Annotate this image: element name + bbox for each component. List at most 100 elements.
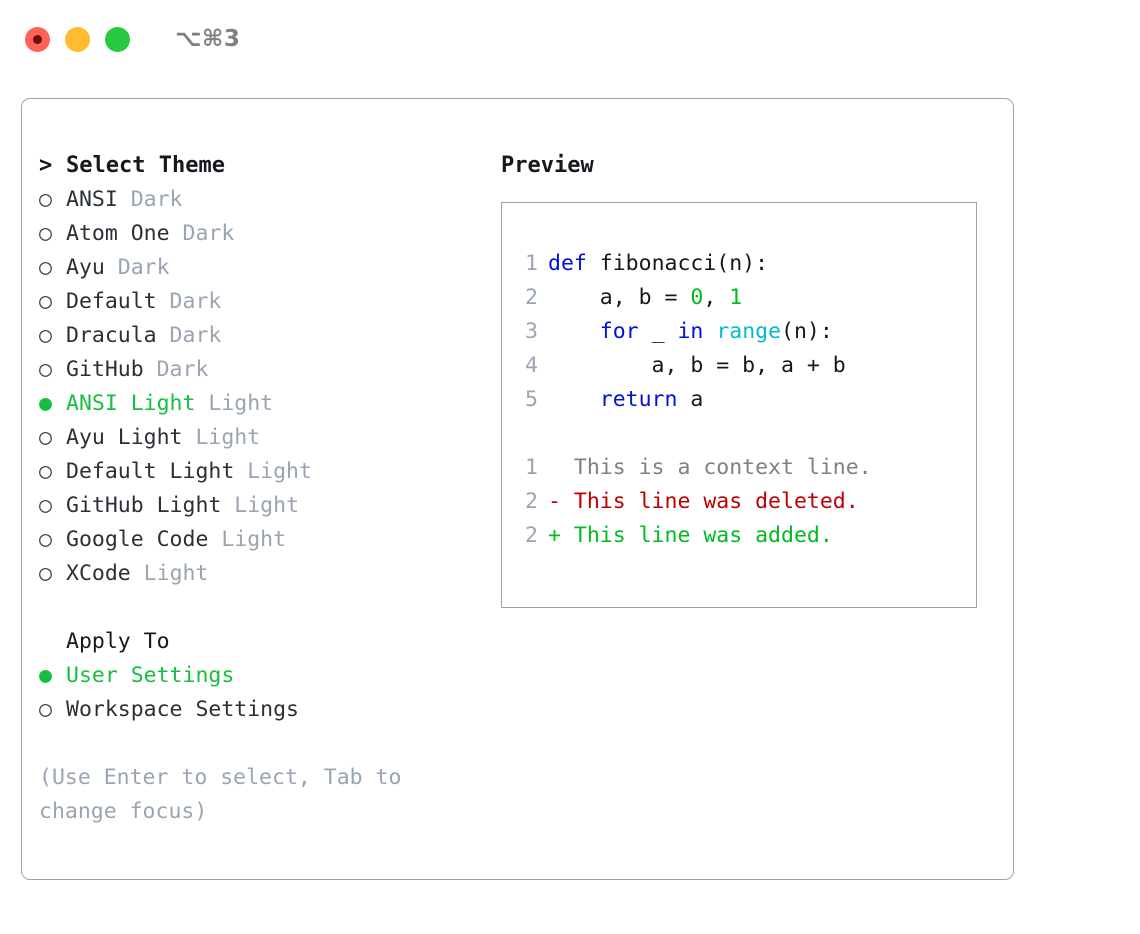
line-number: 2 <box>525 489 538 514</box>
code-token <box>548 319 600 344</box>
select-theme-header: > Select Theme <box>39 149 499 183</box>
apply-to-item[interactable]: ● User Settings <box>39 659 499 693</box>
main-panel: >Select Theme ○ANSI Dark○Atom One Dark○A… <box>21 98 1014 880</box>
preview-title: Preview <box>501 153 594 178</box>
code-token: range <box>716 319 782 344</box>
hint-spacer <box>39 727 499 761</box>
maximize-button-icon[interactable] <box>105 26 130 52</box>
diff-text: This is a context line. <box>573 455 872 480</box>
theme-name-label: Dracula <box>66 323 157 348</box>
theme-variant-label: Dark <box>104 255 170 280</box>
radio-unselected-icon[interactable]: ○ <box>39 459 52 484</box>
code-diff-gap <box>512 417 976 451</box>
recording-indicator-icon <box>33 34 42 44</box>
theme-variant-label: Dark <box>117 187 183 212</box>
theme-variant-label: Dark <box>169 221 235 246</box>
code-token: _ <box>638 319 678 344</box>
list-spacer <box>39 591 499 625</box>
radio-selected-icon[interactable]: ● <box>39 663 52 688</box>
minimize-button-icon[interactable] <box>65 26 90 52</box>
window-controls <box>25 26 130 52</box>
theme-list-item[interactable]: ○XCode Light <box>39 557 499 591</box>
theme-name-label: Ayu Light <box>66 425 183 450</box>
diff-line: 2- This line was deleted. <box>512 485 976 519</box>
code-token: for <box>599 319 639 344</box>
theme-selector-column: >Select Theme ○ANSI Dark○Atom One Dark○A… <box>39 149 499 829</box>
code-line: 5 return a <box>512 383 976 417</box>
line-number: 1 <box>525 455 538 480</box>
theme-list-item[interactable]: ○ Ayu Light Light <box>39 421 499 455</box>
code-line: 2 a, b = 0, 1 <box>512 281 976 315</box>
apply-to-item[interactable]: ○ Workspace Settings <box>39 693 499 727</box>
theme-name-label: GitHub Light <box>66 493 222 518</box>
apply-to-list: ● User Settings ○ Workspace Settings <box>39 659 499 727</box>
code-token: def <box>548 251 587 276</box>
radio-unselected-icon[interactable]: ○ <box>39 255 52 280</box>
diff-text: This line was deleted. <box>573 489 859 514</box>
theme-variant-label: Dark <box>156 289 222 314</box>
theme-list-item[interactable]: ○Default Light Light <box>39 455 499 489</box>
radio-unselected-icon[interactable]: ○ <box>39 221 52 246</box>
select-theme-header-label: Select Theme <box>66 153 225 178</box>
theme-list: ○ANSI Dark○Atom One Dark○Ayu Dark○Defaul… <box>39 183 499 591</box>
radio-unselected-icon[interactable]: ○ <box>39 697 52 722</box>
radio-unselected-icon[interactable]: ○ <box>39 561 52 586</box>
code-token: a <box>677 387 704 412</box>
theme-list-item[interactable]: ○ GitHub Dark <box>39 353 499 387</box>
radio-unselected-icon[interactable]: ○ <box>39 357 52 382</box>
theme-variant-label: Light <box>182 425 261 450</box>
apply-to-label: User Settings <box>66 663 235 688</box>
diff-marker: + <box>548 523 574 548</box>
theme-list-item[interactable]: ●ANSI Light Light <box>39 387 499 421</box>
diff-marker <box>548 455 574 480</box>
prompt-caret-icon: > <box>39 153 53 178</box>
code-token: 1 <box>729 285 743 310</box>
radio-unselected-icon[interactable]: ○ <box>39 187 52 212</box>
theme-variant-label: Light <box>221 493 300 518</box>
radio-unselected-icon[interactable]: ○ <box>39 527 52 552</box>
code-line: 4 a, b = b, a + b <box>512 349 976 383</box>
diff-marker: - <box>548 489 574 514</box>
code-line: 3 for _ in range(n): <box>512 315 976 349</box>
theme-variant-label: Light <box>208 527 287 552</box>
diff-line: 2 + This line was added. <box>512 519 976 553</box>
theme-name-label: GitHub <box>66 357 144 382</box>
theme-name-label: Default Light <box>66 459 235 484</box>
theme-list-item[interactable]: ○ANSI Dark <box>39 183 499 217</box>
code-token: (n): <box>781 319 833 344</box>
line-number: 4 <box>525 353 538 378</box>
theme-name-label: ANSI Light <box>66 391 196 416</box>
theme-variant-label: Dark <box>143 357 209 382</box>
radio-unselected-icon[interactable]: ○ <box>39 425 52 450</box>
apply-to-label: Workspace Settings <box>66 697 299 722</box>
line-number: 2 <box>525 523 538 548</box>
theme-name-label: Ayu <box>66 255 105 280</box>
apply-to-marker-placeholder: ○ <box>39 625 66 659</box>
theme-variant-label: Dark <box>156 323 222 348</box>
close-button-icon[interactable] <box>25 26 50 52</box>
code-token: , <box>703 285 730 310</box>
line-number: 5 <box>525 387 538 412</box>
diff-text: This line was added. <box>573 523 833 548</box>
theme-list-item[interactable]: ○ Ayu Dark <box>39 251 499 285</box>
theme-list-item[interactable]: ○Atom One Dark <box>39 217 499 251</box>
theme-name-label: Google Code <box>66 527 209 552</box>
theme-list-item[interactable]: ○ Google Code Light <box>39 523 499 557</box>
code-token: 0 <box>690 285 704 310</box>
line-number: 1 <box>525 251 538 276</box>
radio-unselected-icon[interactable]: ○ <box>39 493 52 518</box>
theme-list-item[interactable]: ○Default Dark <box>39 285 499 319</box>
code-token <box>548 387 600 412</box>
theme-list-item[interactable]: ○ GitHub Light Light <box>39 489 499 523</box>
code-token: in <box>677 319 704 344</box>
radio-selected-icon[interactable]: ● <box>39 391 52 416</box>
radio-unselected-icon[interactable]: ○ <box>39 323 52 348</box>
theme-list-item[interactable]: ○ Dracula Dark <box>39 319 499 353</box>
theme-variant-label: Light <box>130 561 209 586</box>
radio-unselected-icon[interactable]: ○ <box>39 289 52 314</box>
